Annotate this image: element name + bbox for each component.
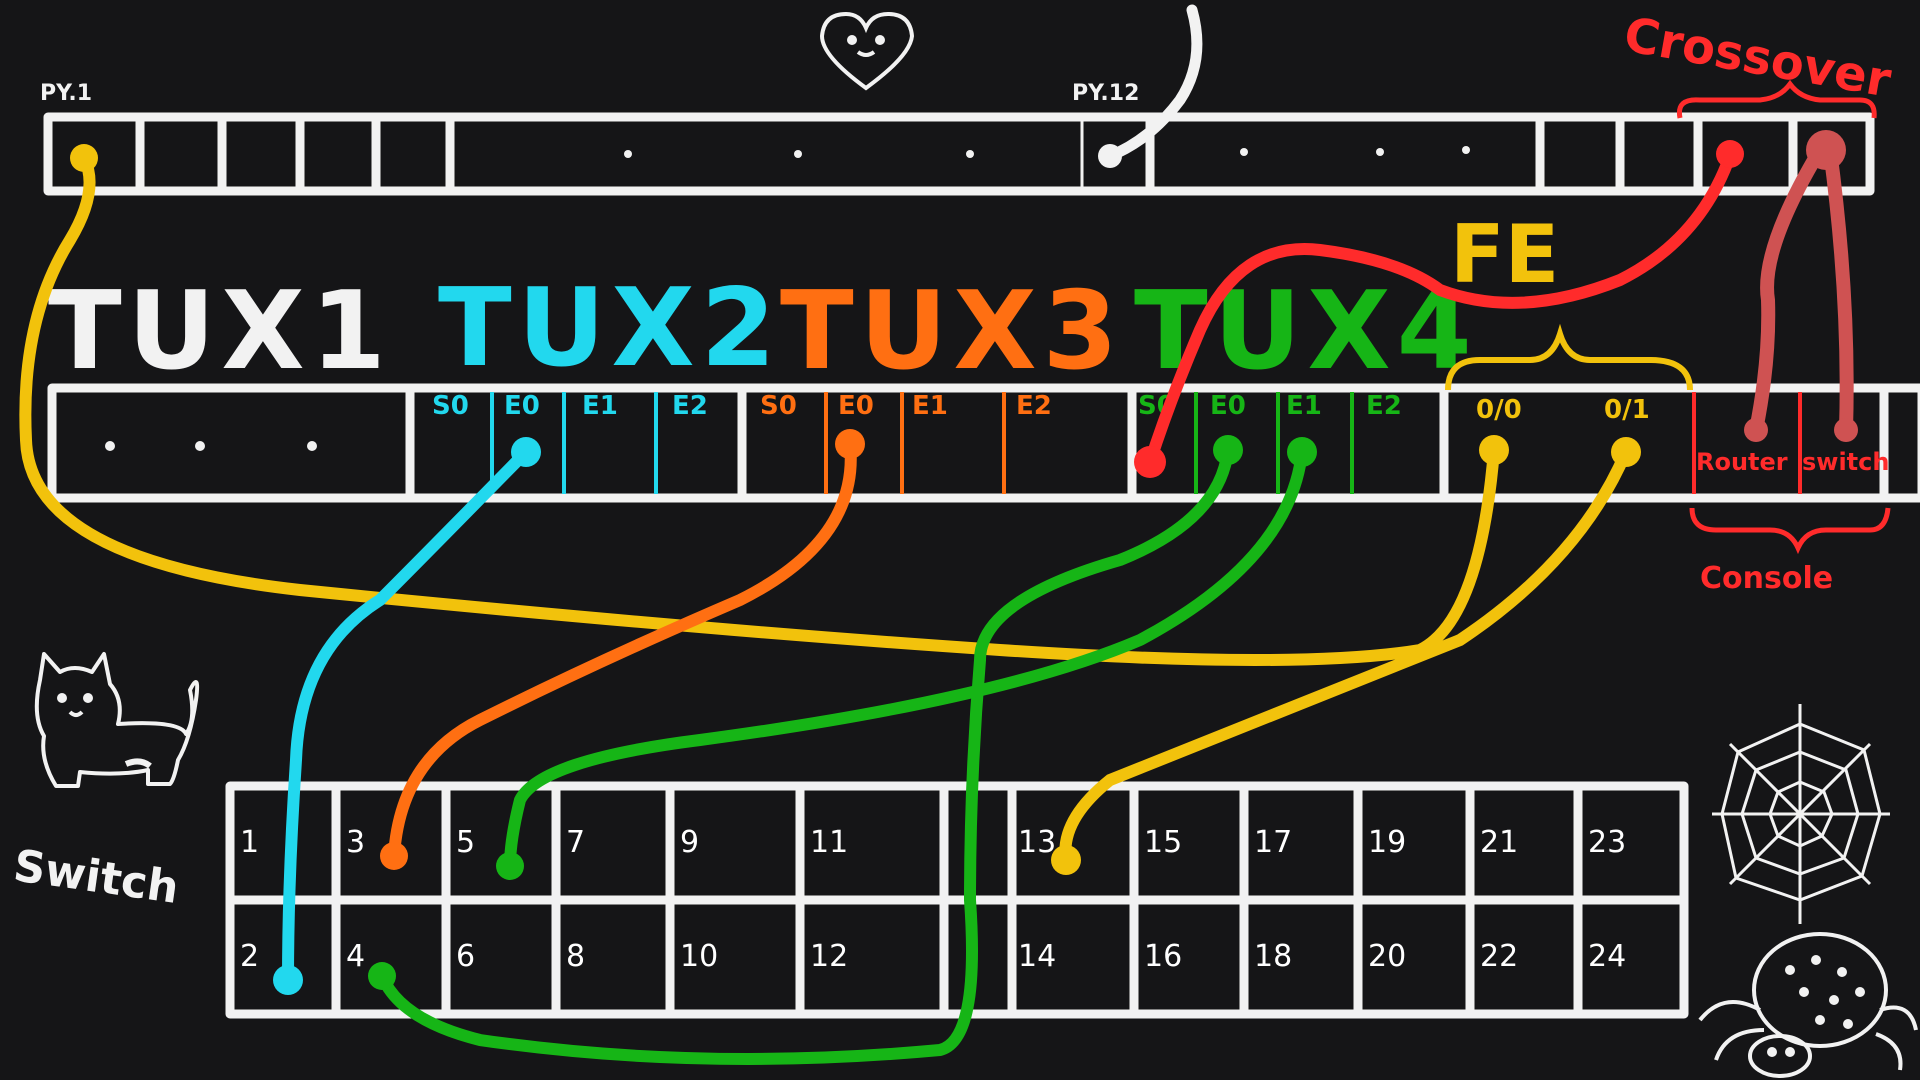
- port-dividers: [490, 392, 1802, 494]
- switch-port-2: 2: [240, 939, 259, 974]
- console-brace: [1689, 507, 1891, 555]
- crossover-brace: [1676, 79, 1877, 119]
- cable-white: [1104, 4, 1203, 162]
- switch-port-7: 7: [566, 825, 585, 860]
- switch-port-5: 5: [456, 825, 475, 860]
- cable-yellow-fe01: [1059, 446, 1632, 866]
- device-panel: [47, 383, 1920, 503]
- fe-port-0-1: 0/1: [1604, 395, 1650, 425]
- cable-crossover-switch: [1823, 143, 1854, 437]
- tux2-port-s0: S0: [432, 391, 469, 421]
- switch-port-16: 16: [1144, 939, 1182, 974]
- tux4-port-e0: E0: [1210, 391, 1246, 421]
- tux3-port-e1: E1: [912, 391, 948, 421]
- cables: [19, 4, 1854, 1065]
- cable-yellow-py1: [19, 152, 1500, 666]
- switch-panel: [225, 781, 1689, 1019]
- switch-port-6: 6: [456, 939, 475, 974]
- switch-port-21: 21: [1480, 825, 1518, 860]
- switch-port-24: 24: [1588, 939, 1626, 974]
- tux4-port-e2: E2: [1366, 391, 1402, 421]
- switch-port-1: 1: [240, 825, 259, 860]
- spider-doodle: [1698, 932, 1918, 1078]
- tux3-port-e0: E0: [838, 391, 874, 421]
- switch-port-18: 18: [1254, 939, 1292, 974]
- switch-port-15: 15: [1144, 825, 1182, 860]
- cable-cyan: [282, 446, 532, 986]
- console-port-router: Router: [1696, 448, 1788, 476]
- tux2-port-e2: E2: [672, 391, 708, 421]
- tux2-label: TUX2: [438, 266, 782, 391]
- cable-green-e1: [504, 446, 1308, 872]
- switch-port-10: 10: [680, 939, 718, 974]
- fe-brace: [1445, 323, 1693, 391]
- switch-port-8: 8: [566, 939, 585, 974]
- switch-port-23: 23: [1588, 825, 1626, 860]
- tux1-dots: [105, 441, 317, 451]
- switch-port-9: 9: [680, 825, 699, 860]
- tux3-port-e2: E2: [1016, 391, 1052, 421]
- tux1-label: TUX1: [48, 269, 392, 394]
- cable-orange: [388, 438, 857, 862]
- tux2-port-e1: E1: [582, 391, 618, 421]
- patch-panel-dots: [624, 146, 1470, 158]
- fe-label: FE: [1450, 208, 1559, 301]
- switch-port-12: 12: [810, 939, 848, 974]
- switch-port-14: 14: [1018, 939, 1056, 974]
- tux2-port-e0: E0: [504, 391, 540, 421]
- cable-ends: [70, 130, 1858, 995]
- spider-web-doodle: [1712, 704, 1890, 924]
- patch-label-py1: PY.1: [40, 81, 92, 106]
- switch-port-17: 17: [1254, 825, 1292, 860]
- crossover-label: Crossover: [1620, 7, 1895, 109]
- heart-doodle: [819, 11, 915, 91]
- tux3-port-s0: S0: [760, 391, 797, 421]
- console-port-switch: switch: [1802, 448, 1889, 476]
- patch-label-py12: PY.12: [1072, 81, 1139, 106]
- cable-green-e0: [376, 444, 1234, 1065]
- switch-port-3: 3: [346, 825, 365, 860]
- switch-port-11: 11: [810, 825, 848, 860]
- tux4-label: TUX4: [1134, 269, 1478, 394]
- dog-doodle: [34, 652, 200, 788]
- switch-port-19: 19: [1368, 825, 1406, 860]
- switch-label: Switch: [10, 840, 181, 914]
- switch-port-4: 4: [346, 939, 365, 974]
- console-label: Console: [1700, 561, 1833, 596]
- switch-port-13: 13: [1018, 825, 1056, 860]
- switch-port-20: 20: [1368, 939, 1406, 974]
- tux3-label: TUX3: [780, 269, 1124, 394]
- switch-port-22: 22: [1480, 939, 1518, 974]
- tux4-port-e1: E1: [1286, 391, 1322, 421]
- cable-crossover-router: [1749, 143, 1827, 437]
- patch-panel: [43, 112, 1875, 196]
- cable-red: [1144, 150, 1736, 468]
- fe-port-0-0: 0/0: [1476, 395, 1522, 425]
